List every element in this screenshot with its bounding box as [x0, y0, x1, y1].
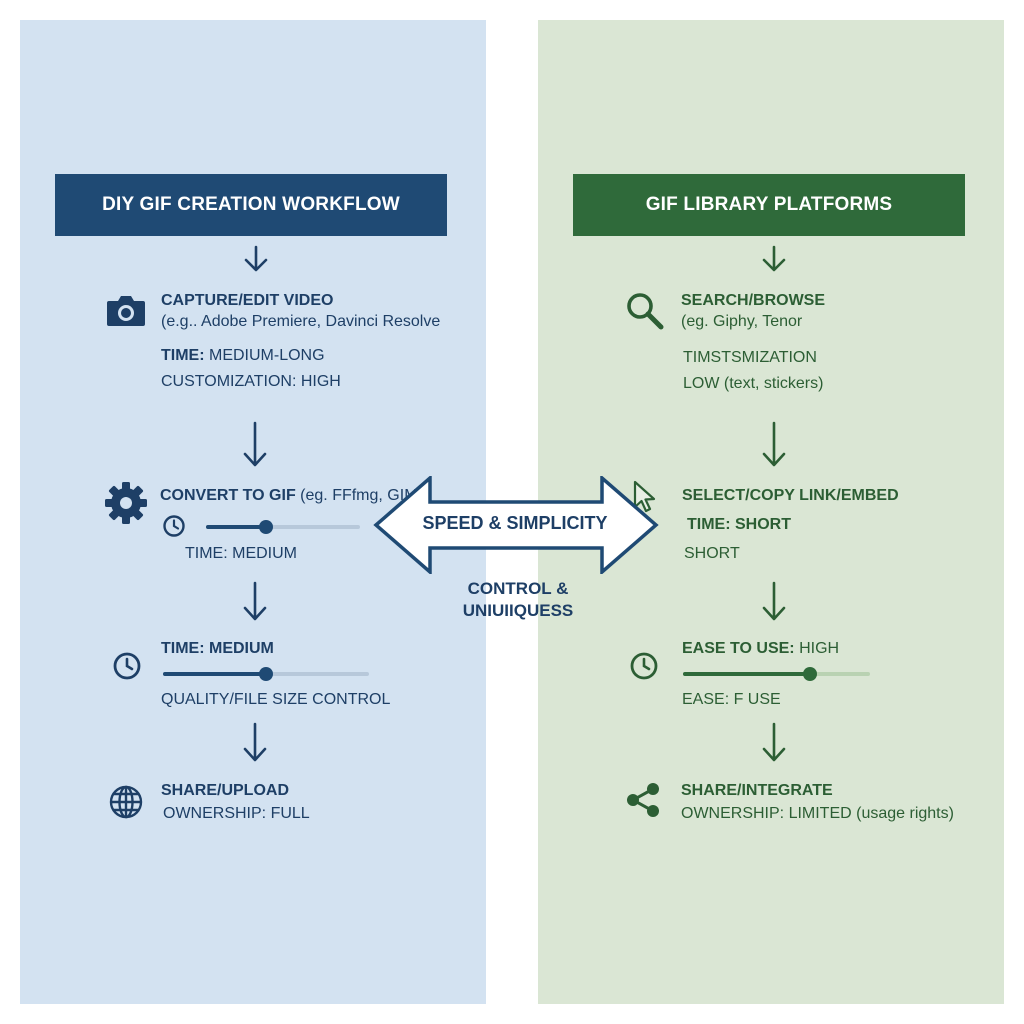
center-sub-line2: UNIUIIQUESS [462, 601, 574, 620]
library-step3-title-label: EASE TO USE: [682, 640, 795, 657]
arrow-down-icon [759, 420, 789, 468]
arrow-down-icon [759, 244, 789, 274]
arrow-down-icon [759, 721, 789, 763]
diy-time-slider[interactable] [206, 520, 360, 534]
diy-quality-slider[interactable] [163, 667, 369, 681]
diy-step3-title: TIME: MEDIUM [161, 640, 274, 657]
library-step3-title-value: HIGH [799, 640, 840, 657]
arrow-down-icon [241, 244, 271, 274]
library-step2-time: TIME: SHORT [687, 516, 791, 533]
diy-step4-ownership: OWNERSHIP: FULL [163, 805, 310, 822]
diy-step1-customization: CUSTOMIZATION: HIGH [161, 373, 341, 390]
clock-icon [113, 652, 141, 680]
diy-step4-title: SHARE/UPLOAD [161, 782, 290, 799]
slider-thumb[interactable] [259, 667, 273, 681]
library-panel: GIF LIBRARY PLATFORMS [538, 20, 1004, 1004]
diy-step2-heading: CONVERT TO GIF (eg. FFfmg, GIMP [160, 487, 428, 505]
arrow-down-icon [240, 420, 270, 468]
search-icon [627, 293, 664, 330]
diy-step1-subtitle: (e.g.. Adobe Premiere, Davinci Resolve [161, 313, 441, 330]
library-step3-title: EASE TO USE: HIGH [682, 640, 839, 658]
library-header: GIF LIBRARY PLATFORMS [573, 174, 965, 236]
diy-step2-title: CONVERT TO GIF [160, 487, 296, 504]
camera-icon [107, 296, 145, 326]
diy-step3-quality: QUALITY/FILE SIZE CONTROL [161, 691, 391, 708]
globe-icon [109, 785, 143, 819]
diy-step1-time-label: TIME: [161, 347, 205, 364]
diy-step2-time: TIME: MEDIUM [185, 545, 297, 562]
library-step1-line1: TIMSTSMIZATION [683, 349, 817, 366]
library-step2-title: SELECT/COPY LINK/EMBED [682, 487, 899, 504]
library-step4-ownership: OWNERSHIP: LIMITED (usage rights) [681, 805, 954, 822]
share-icon [627, 783, 659, 817]
center-arrow-label: SPEED & SIMPLICITY [422, 513, 608, 533]
double-arrow-icon [373, 476, 659, 574]
arrow-down-icon [759, 580, 789, 622]
diy-step2-subtitle: (eg. FFfmg, GIMP [300, 487, 429, 504]
slider-thumb[interactable] [803, 667, 818, 681]
library-ease-slider[interactable] [683, 667, 870, 681]
library-step2-short: SHORT [684, 545, 740, 562]
diy-header: DIY GIF CREATION WORKFLOW [55, 174, 447, 236]
arrow-down-icon [240, 580, 270, 622]
center-sub-line1: CONTROL & [467, 579, 569, 598]
diy-step1-time-value: MEDIUM-LONG [209, 347, 325, 364]
library-step1-subtitle: (eg. Giphy, Tenor [681, 313, 803, 330]
slider-thumb[interactable] [259, 520, 274, 534]
library-step1-line2: LOW (text, stickers) [683, 375, 824, 392]
diy-step1-title: CAPTURE/EDIT VIDEO [161, 292, 334, 309]
library-step3-ease: EASE: F USE [682, 691, 781, 708]
gear-icon [105, 482, 147, 524]
library-step1-title: SEARCH/BROWSE [681, 292, 826, 309]
clock-icon [163, 515, 185, 537]
clock-icon [630, 652, 658, 680]
library-step4-title: SHARE/INTEGRATE [681, 782, 833, 799]
arrow-down-icon [240, 721, 270, 763]
diy-step1-time: TIME: MEDIUM-LONG [161, 347, 325, 365]
